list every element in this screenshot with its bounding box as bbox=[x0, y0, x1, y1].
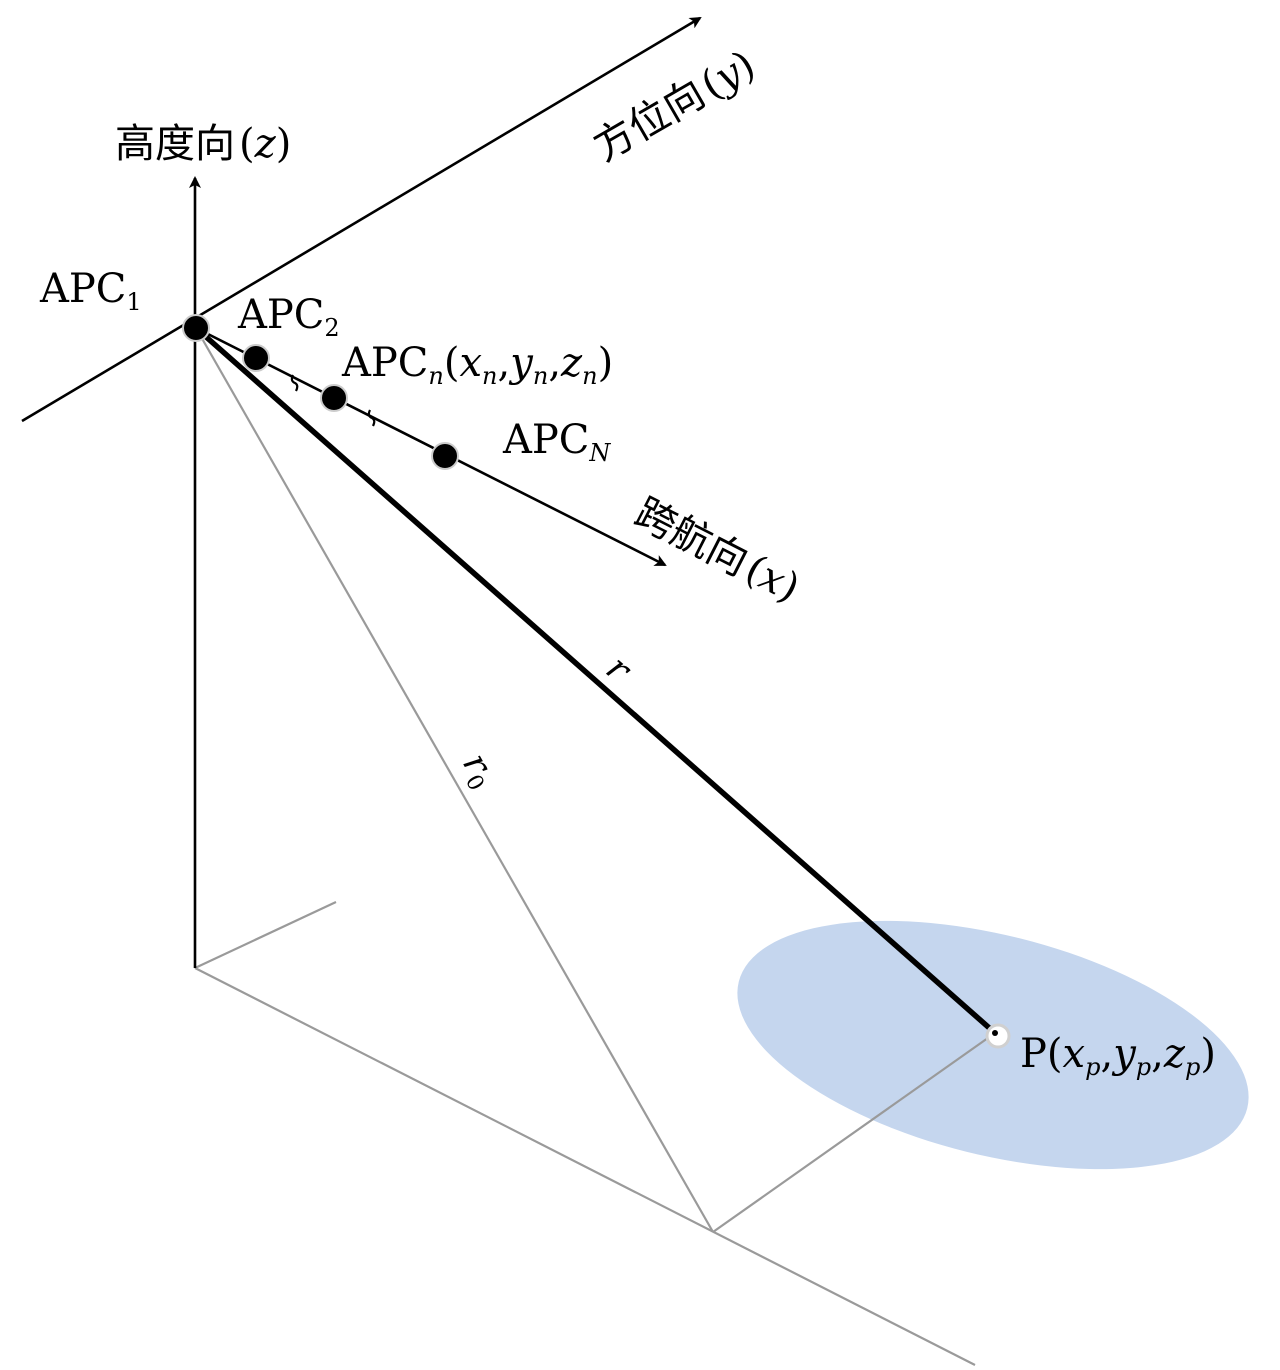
y-axis bbox=[21, 16, 702, 423]
apc-n-label: APCn(xn,yn,zn) bbox=[341, 340, 613, 390]
ground-foot-to-point bbox=[712, 1032, 996, 1233]
y-axis-label: 方位向 (y) bbox=[586, 42, 763, 171]
ground-x-axis bbox=[194, 967, 976, 1366]
apc-1-label: APC1 bbox=[39, 266, 142, 316]
z-axis-label: 高度向 (z) bbox=[115, 121, 291, 167]
target-point-p-core bbox=[992, 1030, 998, 1036]
ground-y-axis-stub bbox=[194, 901, 337, 969]
target-point-p bbox=[985, 1023, 1011, 1049]
apc-2-label: APC2 bbox=[237, 292, 340, 342]
apc-2-point bbox=[242, 344, 270, 372]
range-r0-line bbox=[195, 327, 714, 1233]
break-mark-1 bbox=[290, 374, 299, 392]
apc-1-point bbox=[182, 314, 210, 342]
target-point-label: P(xp,yp,zp) bbox=[1020, 1031, 1216, 1081]
apc-N-point bbox=[431, 442, 459, 470]
break-mark-2 bbox=[367, 409, 376, 427]
x-axis-label: 跨航向 (x) bbox=[627, 490, 806, 612]
apc-N-label: APCN bbox=[502, 417, 611, 467]
apc-n-point bbox=[320, 384, 348, 412]
x-axis bbox=[195, 326, 667, 567]
slant-range-r bbox=[194, 325, 997, 1036]
projection-lines bbox=[194, 327, 996, 1366]
